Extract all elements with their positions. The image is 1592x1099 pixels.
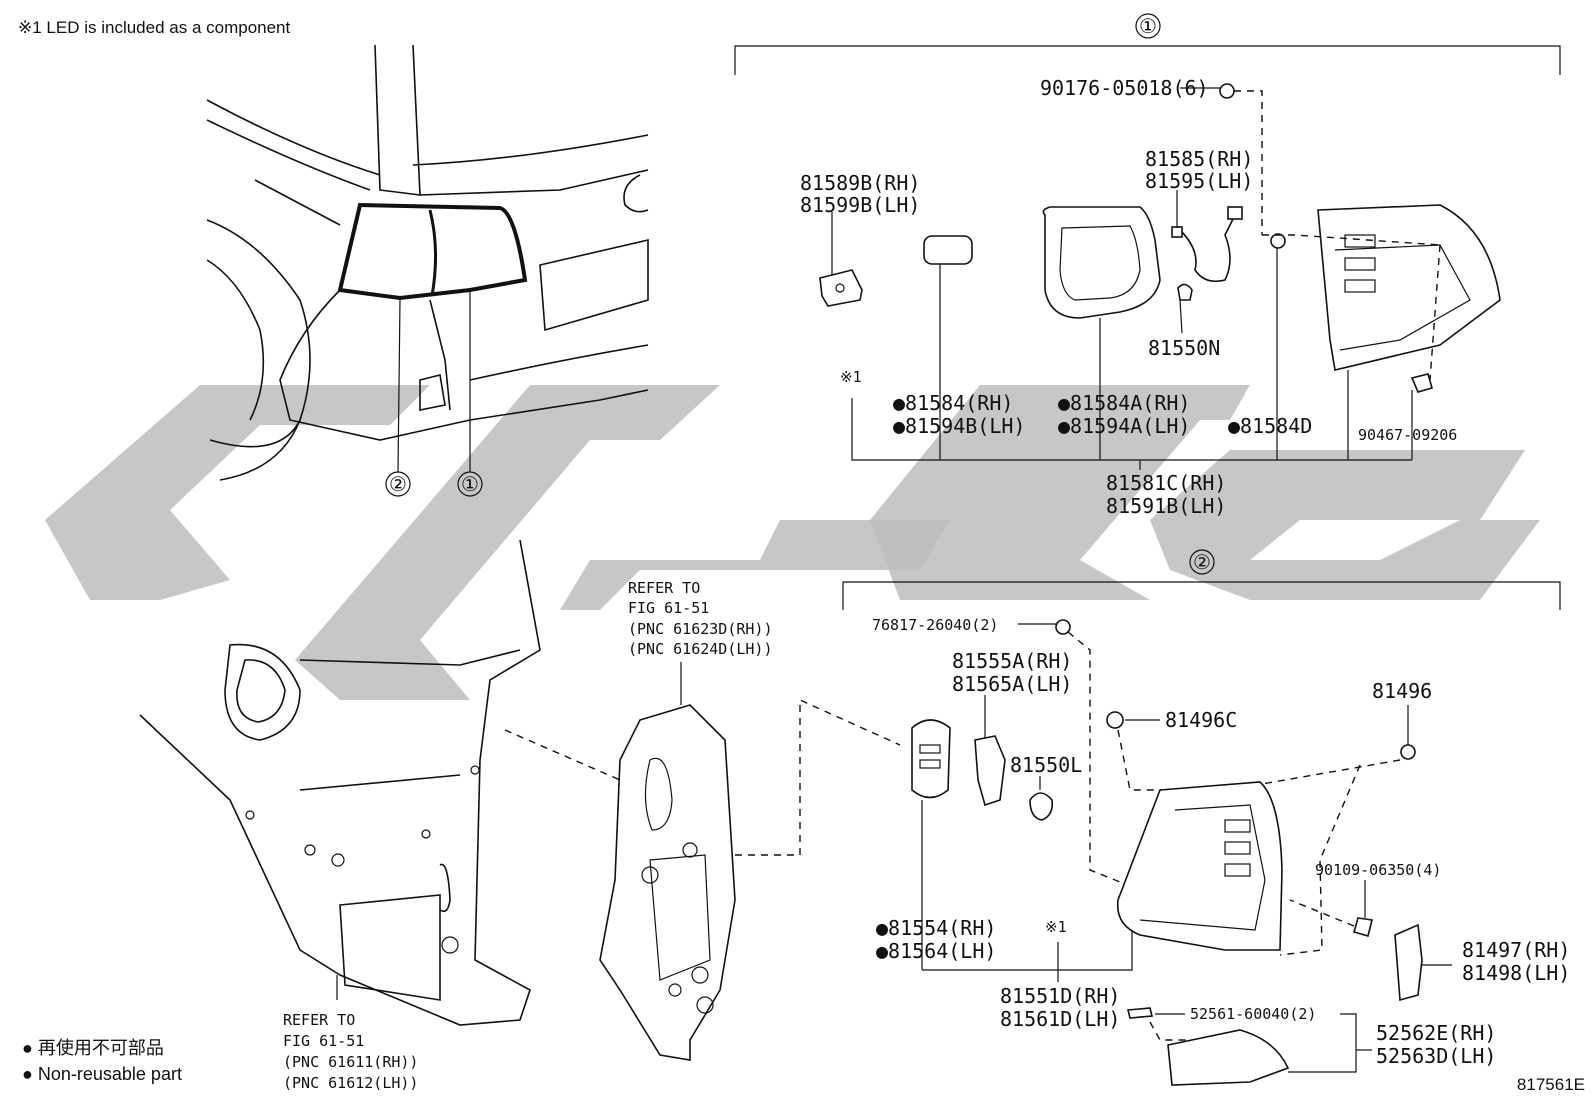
- cover-icon: [1394, 923, 1423, 1002]
- clip-icon: [1400, 744, 1416, 760]
- label-52563D: 52563D(LH): [1376, 1044, 1496, 1068]
- refer-lower-line4: (PNC 61612(LH)): [283, 1074, 418, 1092]
- label-81497: 81497(RH): [1462, 938, 1570, 962]
- label-81554: ●81554(RH): [876, 916, 996, 940]
- bulb-icon: [1177, 283, 1193, 301]
- screw-icon: [1353, 917, 1373, 937]
- label-52562E: 52562E(RH): [1376, 1021, 1496, 1045]
- label-81564: ●81564(LH): [876, 939, 996, 963]
- socket-icon: [974, 735, 1006, 807]
- group2-bracket: ②: [842, 549, 1561, 610]
- tail-lamp-inner-icon: [1317, 204, 1501, 371]
- label-81589B: 81589B(RH): [800, 171, 920, 195]
- lens-icon: [923, 235, 973, 265]
- watermark-logo: [45, 385, 1540, 700]
- label-81555A: 81555A(RH): [952, 649, 1072, 673]
- label-81581C: 81581C(RH): [1106, 471, 1226, 495]
- group2-marker: ②: [1193, 552, 1211, 574]
- refer-upper-line4: (PNC 61624D(LH)): [628, 640, 773, 658]
- refer-upper-line1: REFER TO: [628, 579, 700, 597]
- label-81595: 81595(LH): [1145, 169, 1253, 193]
- refer-upper: REFER TO FIG 61-51 (PNC 61623D(RH)) (PNC…: [628, 579, 773, 658]
- group2-labels: 76817-26040(2) 81555A(RH) 81565A(LH) 815…: [872, 616, 1570, 1068]
- legend-en: ● Non-reusable part: [22, 1064, 182, 1084]
- label-81599B: 81599B(LH): [800, 193, 920, 217]
- lens-icon: [911, 719, 951, 799]
- legend-jp: ● 再使用不可部品: [22, 1038, 164, 1058]
- label-76817-26040: 76817-26040(2): [872, 616, 998, 634]
- group1-bracket: ①: [734, 13, 1561, 75]
- group1-parts: [819, 83, 1501, 470]
- refer-lower-line2: FIG 61-51: [283, 1032, 364, 1050]
- label-81561D: 81561D(LH): [1000, 1007, 1120, 1031]
- label-81584D: ●81584D: [1228, 414, 1312, 438]
- callout-1: ①: [461, 474, 479, 496]
- nut-icon: [1055, 619, 1071, 635]
- refer-upper-line2: FIG 61-51: [628, 599, 709, 617]
- clip-icon: [1270, 233, 1286, 249]
- reflector-icon: [1167, 1029, 1290, 1086]
- label-90109-06350: 90109-06350(4): [1315, 861, 1441, 879]
- grommet-icon: [1106, 711, 1124, 729]
- figure-id: 817561E: [1517, 1075, 1585, 1094]
- bolt-icon: [1410, 373, 1433, 393]
- screw-icon: [1126, 1007, 1154, 1019]
- label-81496: 81496: [1372, 679, 1432, 703]
- screw-icon: [1219, 83, 1235, 99]
- label-90467-09206: 90467-09206: [1358, 426, 1457, 444]
- label-81594A: ●81594A(LH): [1058, 414, 1190, 438]
- label-52561-60040: 52561-60040(2): [1190, 1005, 1316, 1023]
- group1-labels: 90176-05018(6) 81589B(RH) 81599B(LH) 815…: [800, 76, 1457, 518]
- label-note-ref-1: ※1: [840, 368, 862, 386]
- tail-lamp-outer-icon: [1116, 781, 1283, 951]
- label-81585: 81585(RH): [1145, 147, 1253, 171]
- refer-upper-line3: (PNC 61623D(RH)): [628, 620, 773, 638]
- label-81551D: 81551D(RH): [1000, 984, 1120, 1008]
- legend: ● 再使用不可部品 ● Non-reusable part: [22, 1038, 182, 1084]
- vehicle-rear-view: ② ①: [206, 44, 649, 497]
- group2-parts: [911, 619, 1452, 1086]
- label-81496C: 81496C: [1165, 708, 1237, 732]
- socket-icon: [819, 269, 863, 307]
- bulb-icon: [1029, 792, 1054, 821]
- label-81498: 81498(LH): [1462, 961, 1570, 985]
- wire-harness-icon: [1179, 214, 1236, 283]
- label-90176-05018: 90176-05018(6): [1040, 76, 1209, 100]
- body-panel-view: [139, 539, 621, 1026]
- label-note-ref-2: ※1: [1045, 918, 1067, 936]
- refer-lower-line1: REFER TO: [283, 1011, 355, 1029]
- refer-lower-line3: (PNC 61611(RH)): [283, 1053, 418, 1071]
- label-81584A: ●81584A(RH): [1058, 391, 1190, 415]
- label-81594B: ●81594B(LH): [893, 414, 1025, 438]
- group1-marker: ①: [1139, 16, 1157, 38]
- bracket-panel-view: [599, 662, 901, 1061]
- label-81550L: 81550L: [1010, 753, 1082, 777]
- label-81584: ●81584(RH): [893, 391, 1013, 415]
- gasket-icon: [1042, 206, 1161, 319]
- callout-2: ②: [389, 474, 407, 496]
- refer-lower: REFER TO FIG 61-51 (PNC 61611(RH)) (PNC …: [283, 1011, 418, 1092]
- label-81550N: 81550N: [1148, 336, 1220, 360]
- label-81591B: 81591B(LH): [1106, 494, 1226, 518]
- header-note: ※1 LED is included as a component: [18, 18, 291, 37]
- label-81565A: 81565A(LH): [952, 672, 1072, 696]
